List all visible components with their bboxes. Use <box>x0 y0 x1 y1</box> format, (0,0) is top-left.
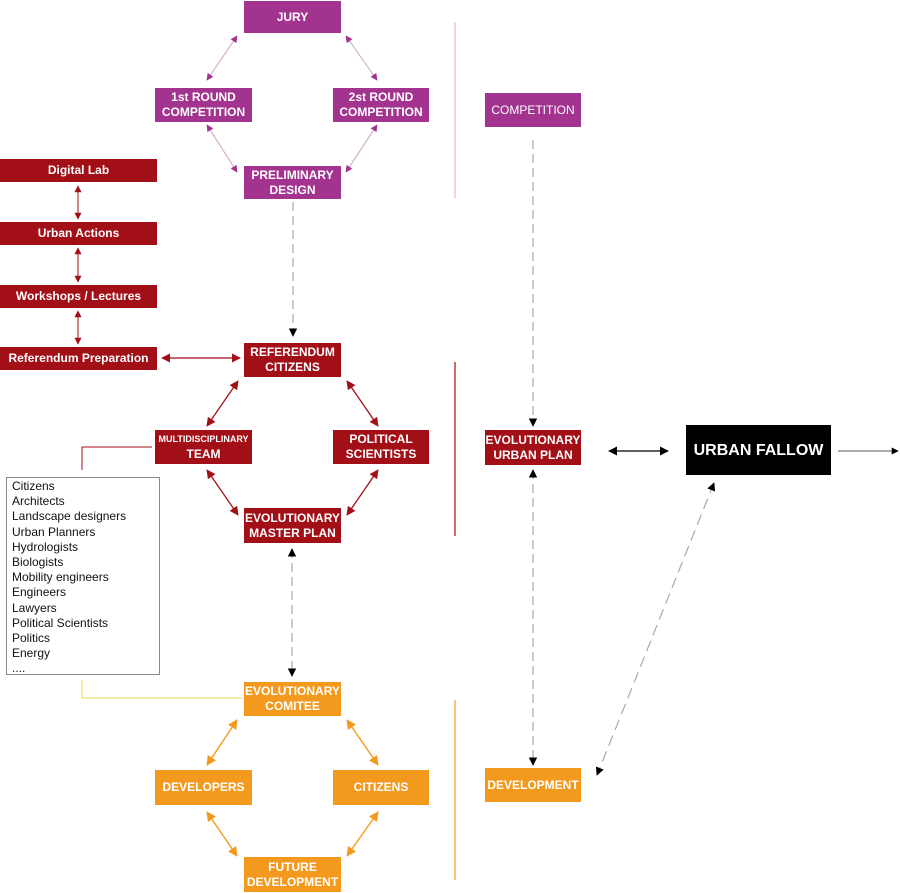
second-round-line1: 2st ROUND <box>348 90 414 104</box>
evolutionary-comitee-box: EVOLUTIONARY COMITEE <box>244 682 341 716</box>
citizens-label: CITIZENS <box>353 780 409 794</box>
team-member-item: Politics <box>12 631 51 646</box>
team-member-item: Engineers <box>12 585 67 600</box>
team-member-item: Architects <box>12 494 65 509</box>
team-member-item: .... <box>12 661 26 676</box>
team-member-item: Hydrologists <box>12 539 79 554</box>
urban-fallow-box: URBAN FALLOW <box>686 425 831 475</box>
preliminary-design-box: PRELIMINARY DESIGN <box>244 166 341 199</box>
arrow-team-master-plan <box>206 469 239 516</box>
team-line2: TEAM <box>186 447 221 461</box>
team-member-item: Mobility engineers <box>12 570 109 585</box>
future-development-box: FUTURE DEVELOPMENT <box>244 857 341 892</box>
digital-lab-label: Digital Lab <box>47 163 110 177</box>
urban-actions-label: Urban Actions <box>37 226 120 240</box>
referendum-citizens-box: REFERENDUM CITIZENS <box>244 343 341 377</box>
team-member-item: Political Scientists <box>12 615 109 630</box>
arrow-comitee-developers <box>206 719 238 766</box>
developers-label: DEVELOPERS <box>162 780 245 794</box>
competition-box: COMPETITION <box>485 93 581 127</box>
team-member-item: Biologists <box>12 555 64 570</box>
team-member-item: Lawyers <box>12 600 57 615</box>
first-round-competition-box: 1st ROUND COMPETITION <box>155 88 252 122</box>
urban-plan-line2: URBAN PLAN <box>493 447 573 462</box>
team-line1: MULTIDISCIPLINARY <box>158 434 249 444</box>
comitee-line2: COMITEE <box>265 699 320 713</box>
citizens-box: CITIZENS <box>333 770 429 805</box>
workshops-label: Workshops / Lectures <box>15 289 142 303</box>
multidisciplinary-team-box: MULTIDISCIPLINARY TEAM <box>155 430 252 464</box>
jury-box: JURY <box>244 1 341 33</box>
urban-actions-box: Urban Actions <box>0 222 157 245</box>
team-member-item: Urban Planners <box>12 524 96 539</box>
jury-label: JURY <box>276 9 309 24</box>
arrow-jury-first-round <box>206 35 238 81</box>
arrow-referendum-scientists <box>346 380 379 427</box>
preliminary-line2: DESIGN <box>269 182 316 197</box>
team-members-list: Citizens Architects Landscape designers … <box>6 477 160 675</box>
arrow-developers-future <box>206 811 238 857</box>
urban-plan-line1: EVOLUTIONARY <box>485 432 581 447</box>
political-scientists-box: POLITICAL SCIENTISTS <box>333 430 429 464</box>
referendum-preparation-label: Referendum Preparation <box>8 351 149 365</box>
team-bracket-top <box>81 446 152 470</box>
workshops-lectures-box: Workshops / Lectures <box>0 285 157 308</box>
team-member-item: Citizens <box>12 479 55 493</box>
evolutionary-master-plan-box: EVOLUTIONARY MASTER PLAN <box>244 508 341 543</box>
arrow-first-round-preliminary <box>206 124 238 173</box>
first-round-line2: COMPETITION <box>161 105 246 119</box>
arrow-citizens-future <box>346 811 379 857</box>
arrow-second-round-preliminary <box>345 124 378 173</box>
arrow-comitee-citizens <box>346 719 379 766</box>
developers-box: DEVELOPERS <box>155 770 252 805</box>
team-member-item: Landscape designers <box>12 509 127 524</box>
master-plan-line2: MASTER PLAN <box>249 525 336 540</box>
development-label: DEVELOPMENT <box>487 777 579 792</box>
arrow-scientists-master-plan <box>346 469 379 516</box>
arrow-fallow-development <box>595 482 716 776</box>
second-round-competition-box: 2st ROUND COMPETITION <box>333 88 429 122</box>
scientists-line1: POLITICAL <box>349 432 413 446</box>
team-bracket-bottom <box>81 680 242 699</box>
arrow-referendum-team <box>206 380 239 427</box>
comitee-line1: EVOLUTIONARY <box>245 684 340 698</box>
preliminary-line1: PRELIMINARY <box>251 167 334 182</box>
arrow-jury-second-round <box>345 35 378 81</box>
competition-label: COMPETITION <box>491 102 575 117</box>
evolutionary-urban-plan-box: EVOLUTIONARY URBAN PLAN <box>485 430 581 465</box>
future-line2: DEVELOPMENT <box>246 874 339 889</box>
urban-fallow-label: URBAN FALLOW <box>693 441 824 459</box>
referendum-line2: CITIZENS <box>265 360 320 374</box>
future-line1: FUTURE <box>268 859 317 874</box>
referendum-line1: REFERENDUM <box>250 345 335 359</box>
referendum-preparation-box: Referendum Preparation <box>0 347 157 370</box>
development-box: DEVELOPMENT <box>485 768 581 802</box>
team-member-item: Energy <box>12 646 51 661</box>
master-plan-line1: EVOLUTIONARY <box>245 510 340 525</box>
digital-lab-box: Digital Lab <box>0 159 157 182</box>
first-round-line1: 1st ROUND <box>171 90 236 104</box>
second-round-line2: COMPETITION <box>339 105 423 119</box>
scientists-line2: SCIENTISTS <box>345 447 417 461</box>
